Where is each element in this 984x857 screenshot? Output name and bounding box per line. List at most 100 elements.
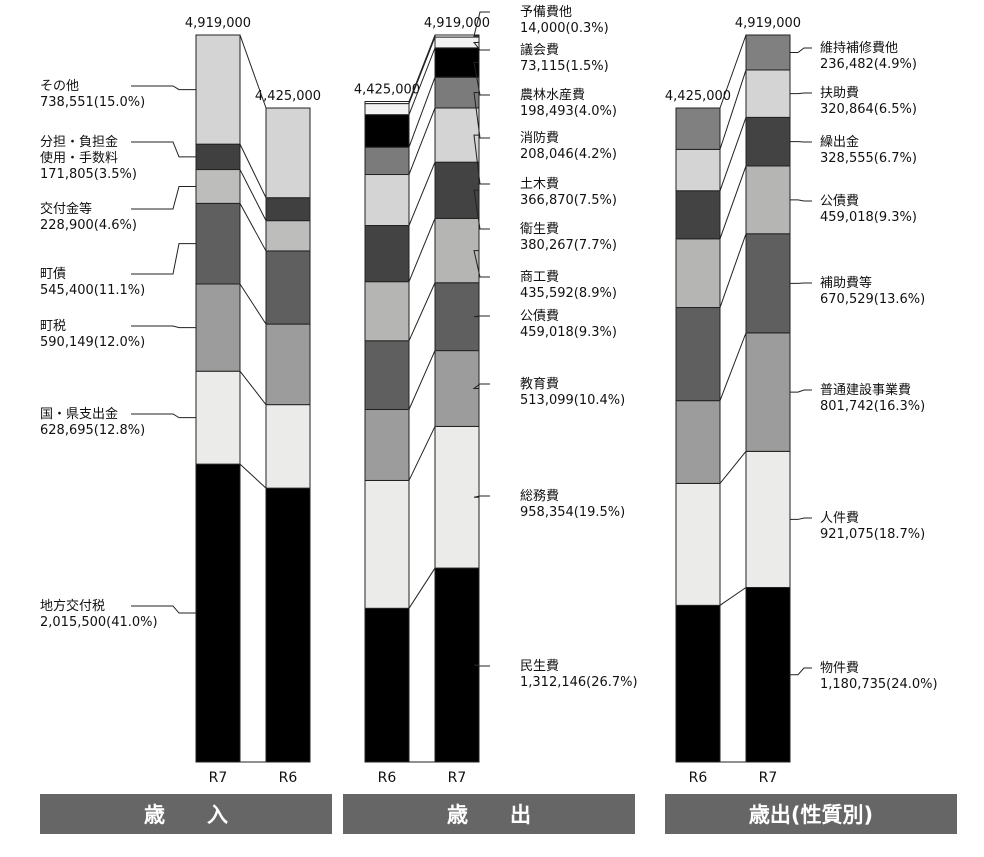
connector-line bbox=[408, 426, 436, 481]
bar-segment bbox=[195, 34, 241, 145]
leader-line bbox=[473, 495, 490, 498]
leader-line bbox=[131, 85, 196, 91]
section-banner-label: 歳 出 bbox=[447, 803, 531, 827]
bar-segment bbox=[364, 146, 410, 176]
chart-panel-2: 4,425,000R64,919,000R7物件費1,180,735(24.0%… bbox=[665, 16, 957, 834]
bar-segment bbox=[434, 36, 480, 49]
category-name: 普通建設事業費 bbox=[820, 382, 911, 398]
connector-line bbox=[408, 282, 436, 341]
bar-segment bbox=[434, 217, 480, 284]
bar-segment bbox=[364, 607, 410, 763]
bar-segment bbox=[364, 225, 410, 283]
bar-segment bbox=[675, 400, 721, 484]
bar-segment bbox=[195, 283, 241, 372]
category-name: 地方交付税 bbox=[40, 598, 105, 614]
year-label: R6 bbox=[378, 770, 397, 786]
year-label: R7 bbox=[209, 770, 228, 786]
category-name: 町税 bbox=[40, 319, 66, 334]
category-name: 町債 bbox=[40, 267, 66, 282]
leader-line bbox=[131, 185, 196, 210]
leader-line bbox=[790, 199, 812, 202]
bar-segment bbox=[675, 604, 721, 763]
category-amount: 380,267(7.7%) bbox=[520, 238, 617, 253]
category-name: 予備費他 bbox=[520, 4, 572, 20]
category-amount: 628,695(12.8%) bbox=[40, 423, 145, 438]
category-amount: 513,099(10.4%) bbox=[520, 393, 625, 408]
bar-segment bbox=[745, 586, 791, 763]
section-banner-label: 歳出(性質別) bbox=[749, 803, 873, 827]
leader-line bbox=[473, 189, 490, 230]
section-banner bbox=[665, 794, 957, 834]
bar-segment bbox=[745, 69, 791, 118]
leader-line bbox=[131, 325, 196, 329]
connector-line bbox=[408, 77, 436, 148]
bar-total-label: 4,425,000 bbox=[665, 89, 731, 104]
connector-line bbox=[239, 143, 267, 198]
year-label: R7 bbox=[448, 770, 467, 786]
bar-segment bbox=[265, 197, 311, 222]
leader-line bbox=[473, 62, 490, 96]
bar-segment bbox=[434, 161, 480, 219]
leader-line bbox=[790, 92, 812, 95]
category-name: 扶助費 bbox=[820, 86, 859, 101]
connector-line bbox=[719, 451, 747, 484]
year-label: R7 bbox=[759, 770, 778, 786]
bar-segment bbox=[434, 282, 480, 352]
category-name: 分担・負担金 bbox=[40, 134, 118, 150]
connector-line bbox=[719, 117, 747, 191]
connector-line bbox=[719, 34, 747, 109]
bar-segment bbox=[745, 450, 791, 588]
connector-line bbox=[408, 161, 436, 226]
connector-line bbox=[408, 567, 436, 609]
leader-line bbox=[472, 383, 490, 390]
connector-line bbox=[719, 233, 747, 308]
section-banner bbox=[40, 794, 332, 834]
bar-total-label: 4,919,000 bbox=[185, 16, 251, 31]
leader-line bbox=[473, 134, 490, 185]
bar-segment bbox=[195, 463, 241, 763]
connector-line bbox=[408, 107, 436, 175]
category-name: 維持補修費他 bbox=[820, 41, 898, 56]
category-amount: 1,312,146(26.7%) bbox=[520, 675, 638, 690]
bar-segment bbox=[434, 350, 480, 427]
bar-segment bbox=[265, 404, 311, 489]
bar-total-label: 4,919,000 bbox=[735, 16, 801, 31]
bar-segment bbox=[364, 101, 410, 105]
leader-line bbox=[473, 92, 490, 139]
category-name: 消防費 bbox=[520, 130, 559, 146]
leader-line bbox=[790, 389, 812, 393]
category-name: 補助費等 bbox=[820, 275, 872, 291]
bar-total-label: 4,425,000 bbox=[255, 89, 321, 104]
bar-segment bbox=[195, 143, 241, 171]
bar-segment bbox=[745, 34, 791, 71]
category-name: 衛生費 bbox=[520, 222, 559, 237]
connector-line bbox=[719, 587, 747, 606]
category-name: 繰出金 bbox=[820, 134, 859, 150]
bar-segment bbox=[434, 76, 480, 109]
bar-segment bbox=[195, 169, 241, 204]
bar-segment bbox=[745, 116, 791, 167]
connector-line bbox=[408, 34, 436, 102]
connector-line bbox=[719, 332, 747, 401]
category-amount: 738,551(15.0%) bbox=[40, 95, 145, 110]
leader-line bbox=[131, 243, 196, 275]
leader-line bbox=[473, 664, 490, 667]
bar-segment bbox=[434, 47, 480, 78]
leader-line bbox=[790, 517, 812, 520]
connector-line bbox=[408, 47, 436, 115]
bar-segment bbox=[364, 114, 410, 148]
category-name: 土木費 bbox=[520, 177, 559, 192]
category-amount: 459,018(9.3%) bbox=[820, 210, 917, 225]
category-name: 商工費 bbox=[520, 270, 559, 285]
chart-panel-1: 4,425,000R64,919,000R7民生費1,312,146(26.7%… bbox=[343, 4, 638, 834]
category-amount: 670,529(13.6%) bbox=[820, 292, 925, 307]
bar-segment bbox=[434, 107, 480, 163]
bar-segment bbox=[675, 190, 721, 240]
bar-segment bbox=[364, 103, 410, 116]
category-amount: 236,482(4.9%) bbox=[820, 57, 917, 72]
category-amount: 328,555(6.7%) bbox=[820, 151, 917, 166]
leader-line bbox=[790, 47, 812, 53]
section-banner bbox=[343, 794, 635, 834]
bar-segment bbox=[745, 165, 791, 235]
